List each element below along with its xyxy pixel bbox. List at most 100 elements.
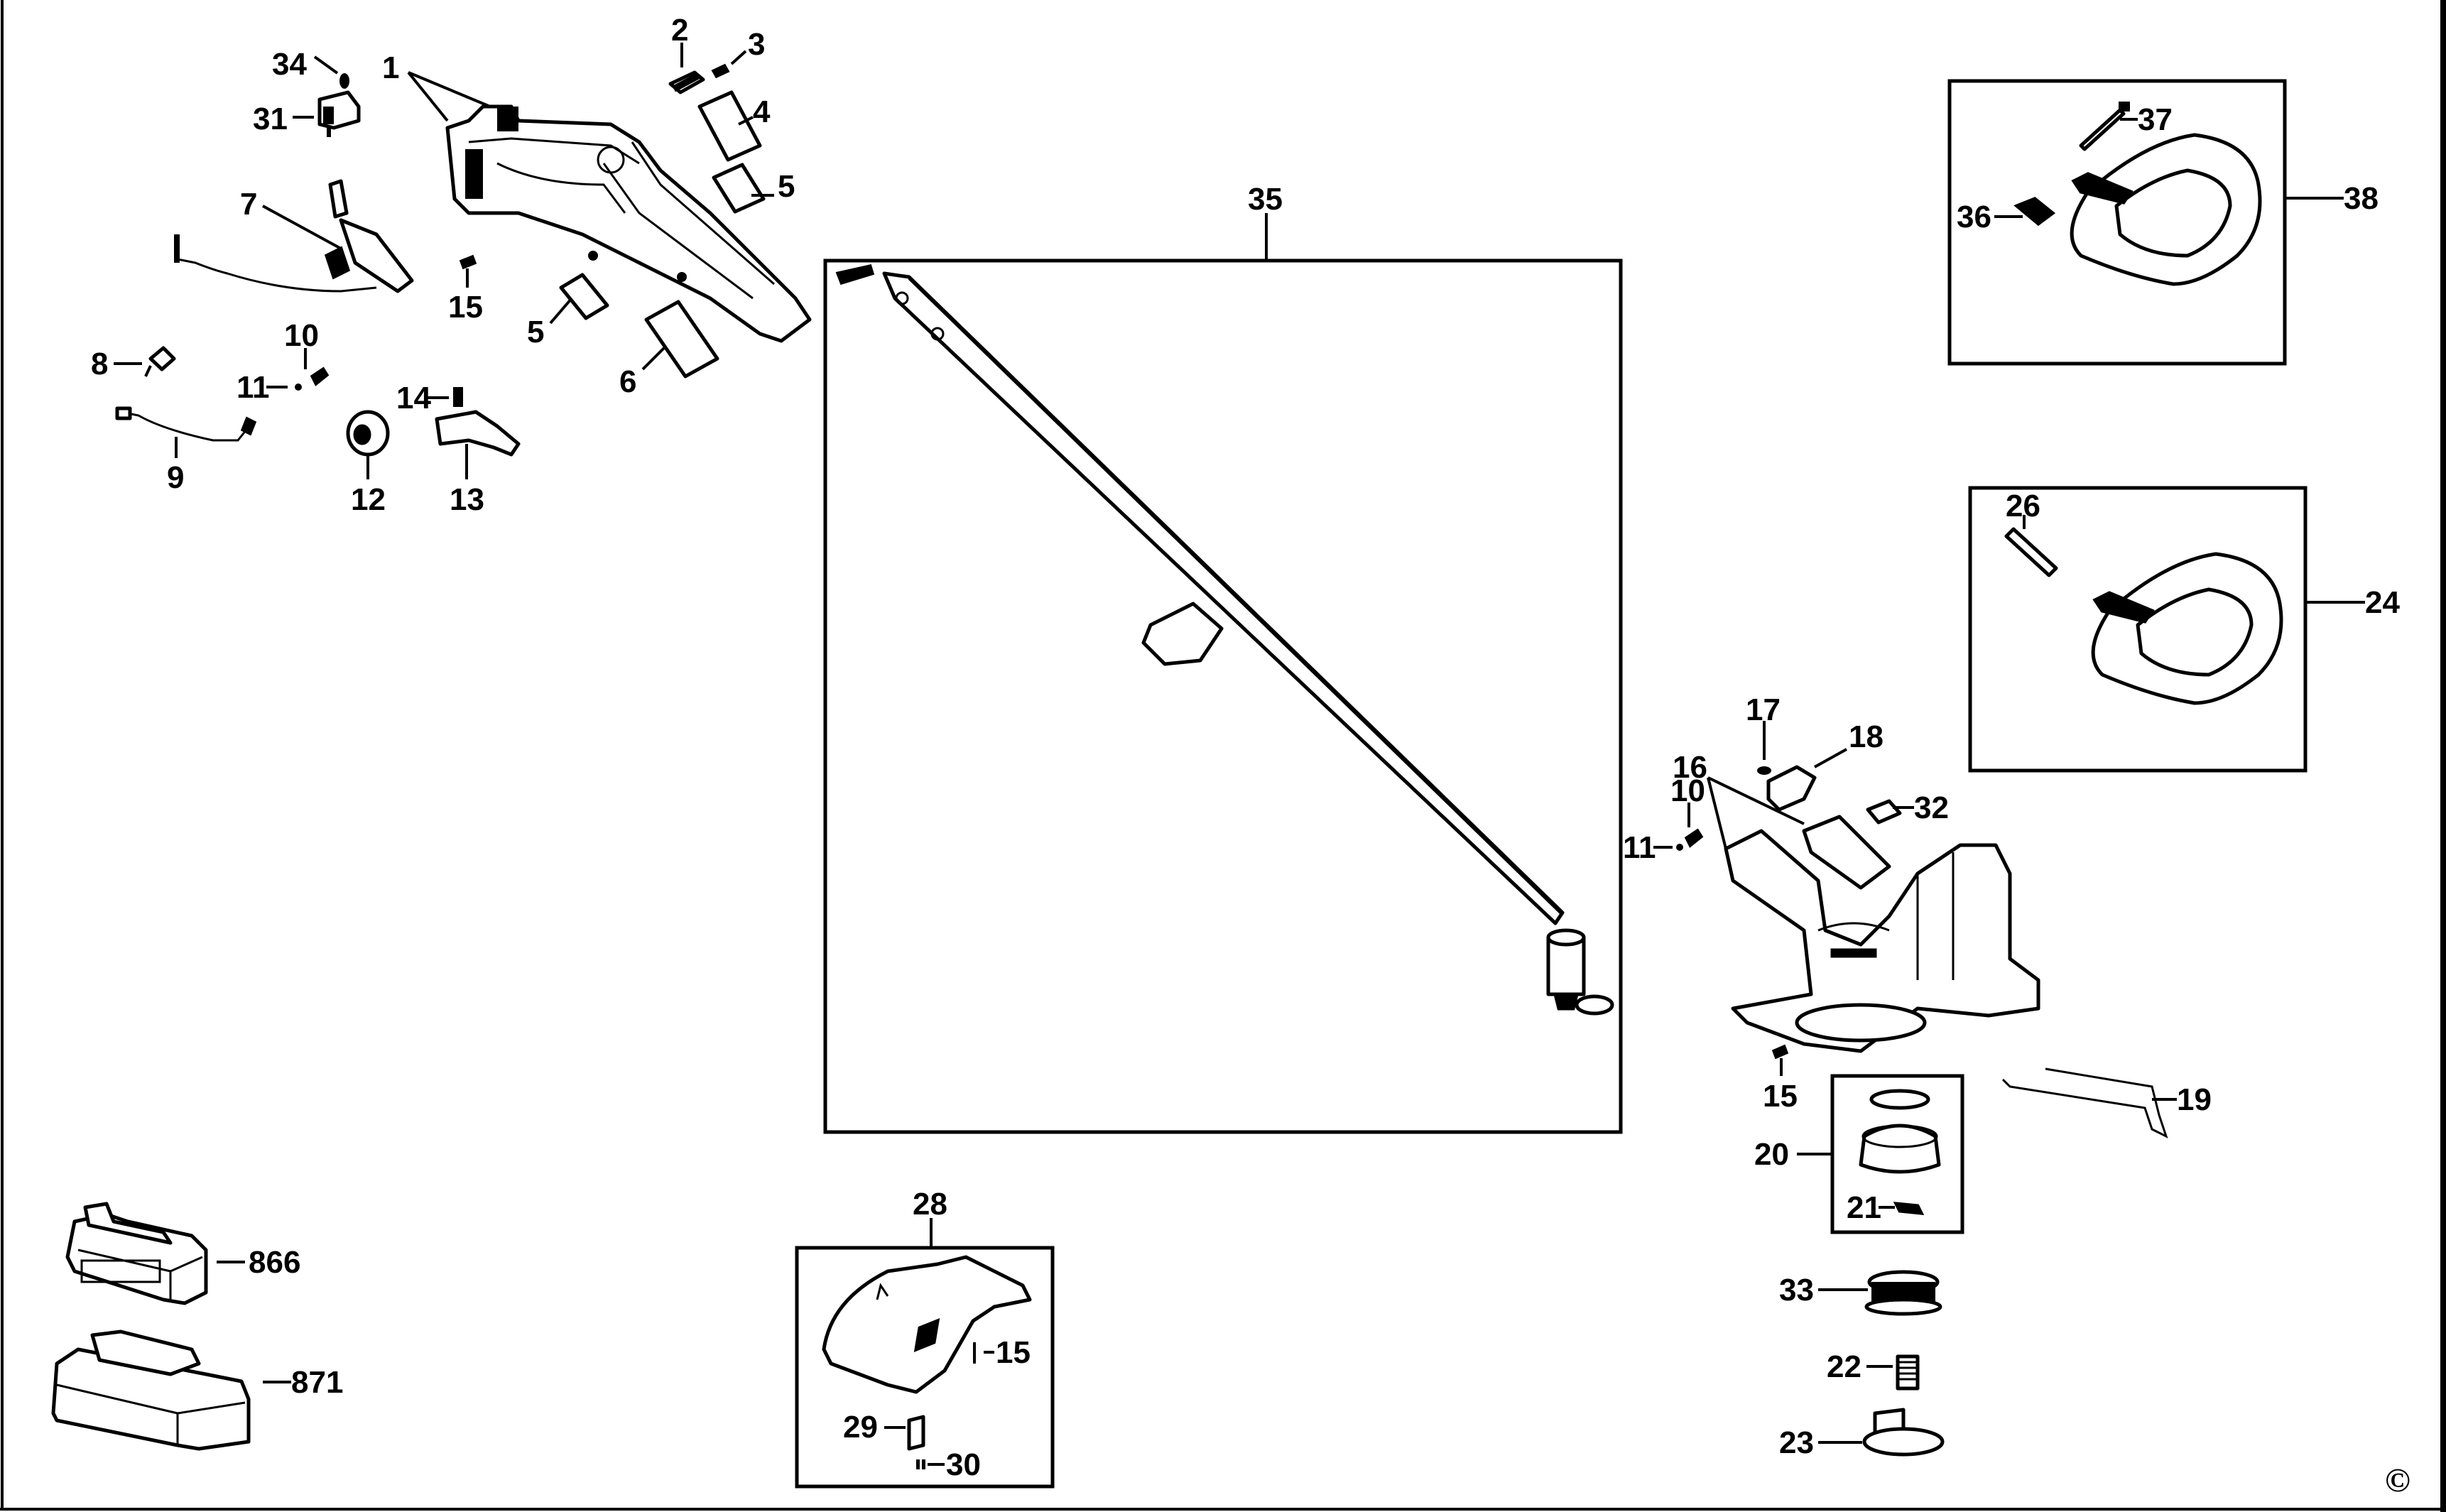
part-30-screws[interactable] bbox=[916, 1459, 925, 1469]
callout-5-lower: 5 bbox=[527, 297, 573, 349]
svg-text:866: 866 bbox=[249, 1245, 300, 1280]
part-10-spring-right[interactable] bbox=[1684, 828, 1704, 848]
part-15-screw-right[interactable] bbox=[1771, 1044, 1789, 1060]
part-32-label[interactable] bbox=[1866, 799, 1902, 825]
part-15-screw-top[interactable] bbox=[459, 254, 477, 270]
callout-33: 33 bbox=[1779, 1273, 1868, 1307]
callout-35: 35 bbox=[1248, 182, 1283, 261]
callout-10-right: 10 bbox=[1670, 773, 1705, 827]
part-2-button[interactable] bbox=[668, 70, 705, 94]
callout-1: 1 bbox=[382, 50, 491, 122]
svg-text:14: 14 bbox=[396, 381, 431, 415]
callout-871: 871 bbox=[263, 1365, 343, 1400]
svg-text:33: 33 bbox=[1779, 1273, 1814, 1307]
part-21-latch[interactable] bbox=[1893, 1202, 1925, 1215]
callout-28: 28 bbox=[913, 1187, 947, 1248]
part-22-spring[interactable] bbox=[1896, 1354, 1920, 1391]
callout-15-right: 15 bbox=[1763, 1058, 1798, 1114]
callout-21: 21 bbox=[1847, 1190, 1895, 1225]
part-16-motor-housing[interactable] bbox=[1724, 815, 2040, 1053]
svg-text:15: 15 bbox=[996, 1335, 1031, 1370]
part-20-spool-housing[interactable] bbox=[1859, 1089, 1941, 1174]
svg-text:26: 26 bbox=[2006, 489, 2040, 523]
part-871-charger[interactable] bbox=[51, 1329, 251, 1451]
callout-6: 6 bbox=[619, 347, 665, 399]
callout-3: 3 bbox=[730, 27, 765, 65]
svg-text:30: 30 bbox=[946, 1447, 981, 1482]
svg-text:36: 36 bbox=[1957, 200, 1991, 234]
svg-text:11: 11 bbox=[1623, 830, 1656, 865]
part-26-pin[interactable] bbox=[2004, 527, 2058, 577]
group-38-handle-kit-box[interactable] bbox=[1947, 79, 2287, 366]
part-9-wire[interactable] bbox=[115, 406, 257, 442]
svg-text:10: 10 bbox=[284, 318, 319, 353]
part-8-connector[interactable] bbox=[144, 346, 176, 377]
part-3-spring[interactable] bbox=[711, 63, 730, 79]
svg-text:35: 35 bbox=[1248, 182, 1283, 217]
part-28-guard[interactable] bbox=[822, 1255, 1032, 1394]
part-35-shaft[interactable] bbox=[835, 264, 1614, 1016]
part-38-aux-handle[interactable] bbox=[2070, 133, 2262, 286]
part-18-switch-button[interactable] bbox=[1766, 765, 1817, 812]
callout-18: 18 bbox=[1814, 719, 1884, 768]
callout-15-guard: 15 bbox=[984, 1335, 1031, 1370]
svg-text:28: 28 bbox=[913, 1187, 947, 1222]
part-34-nut[interactable] bbox=[339, 73, 349, 89]
part-11-pin-right[interactable] bbox=[1676, 844, 1683, 851]
part-10-spring-left[interactable] bbox=[310, 366, 330, 386]
svg-text:32: 32 bbox=[1914, 790, 1949, 825]
svg-text:34: 34 bbox=[272, 47, 307, 82]
callout-36: 36 bbox=[1957, 200, 2023, 234]
svg-text:18: 18 bbox=[1849, 719, 1884, 754]
svg-text:17: 17 bbox=[1746, 692, 1781, 727]
part-14-spring[interactable] bbox=[453, 387, 463, 407]
part-33-spool[interactable] bbox=[1864, 1270, 1942, 1316]
part-29-clip[interactable] bbox=[907, 1415, 925, 1451]
part-36-clamp[interactable] bbox=[2013, 197, 2056, 227]
part-5-label-upper[interactable] bbox=[712, 163, 766, 214]
part-24-aux-handle[interactable] bbox=[2091, 552, 2283, 705]
svg-text:31: 31 bbox=[253, 102, 288, 136]
part-13-trigger[interactable] bbox=[435, 410, 521, 457]
svg-text:3: 3 bbox=[748, 27, 765, 62]
part-866-battery[interactable] bbox=[65, 1202, 208, 1305]
part-5-label-lower[interactable] bbox=[559, 273, 609, 320]
part-37-bolt[interactable] bbox=[2079, 102, 2130, 151]
svg-text:29: 29 bbox=[843, 1410, 878, 1445]
svg-text:12: 12 bbox=[351, 482, 386, 517]
svg-text:6: 6 bbox=[619, 364, 636, 399]
callout-7: 7 bbox=[240, 187, 342, 250]
callout-11-right: 11 bbox=[1623, 830, 1673, 865]
svg-text:7: 7 bbox=[240, 187, 257, 222]
copyright-mark: © bbox=[2385, 1462, 2410, 1499]
callout-866: 866 bbox=[217, 1245, 300, 1280]
callout-14: 14 bbox=[396, 381, 449, 415]
part-11-pin-left[interactable] bbox=[295, 384, 302, 391]
svg-text:24: 24 bbox=[2365, 585, 2400, 620]
callout-26: 26 bbox=[2006, 489, 2040, 529]
part-4-label[interactable] bbox=[697, 90, 762, 162]
svg-text:38: 38 bbox=[2344, 181, 2379, 216]
group-35-shaft-box[interactable] bbox=[823, 259, 1623, 1134]
part-1-housing[interactable] bbox=[445, 104, 812, 343]
svg-text:13: 13 bbox=[450, 482, 484, 517]
part-12-bearing[interactable] bbox=[346, 410, 390, 457]
part-31-switch[interactable] bbox=[317, 90, 361, 137]
part-23-spool-cover[interactable] bbox=[1862, 1408, 1945, 1457]
part-17-spring[interactable] bbox=[1757, 766, 1771, 775]
group-28-guard-box[interactable] bbox=[795, 1246, 1055, 1489]
callout-4: 4 bbox=[738, 94, 771, 129]
group-24-handle-box[interactable] bbox=[1968, 486, 2308, 773]
svg-text:22: 22 bbox=[1827, 1349, 1861, 1384]
svg-text:21: 21 bbox=[1847, 1190, 1881, 1225]
callout-22: 22 bbox=[1827, 1349, 1893, 1384]
part-7-wiring-pcb[interactable] bbox=[174, 179, 414, 293]
svg-text:11: 11 bbox=[237, 370, 270, 405]
part-19-wire-guard[interactable] bbox=[2001, 1067, 2168, 1138]
part-6-label[interactable] bbox=[644, 300, 719, 379]
svg-text:15: 15 bbox=[1763, 1079, 1798, 1114]
svg-text:15: 15 bbox=[448, 290, 483, 325]
svg-text:5: 5 bbox=[527, 315, 544, 349]
callout-8: 8 bbox=[91, 347, 142, 381]
